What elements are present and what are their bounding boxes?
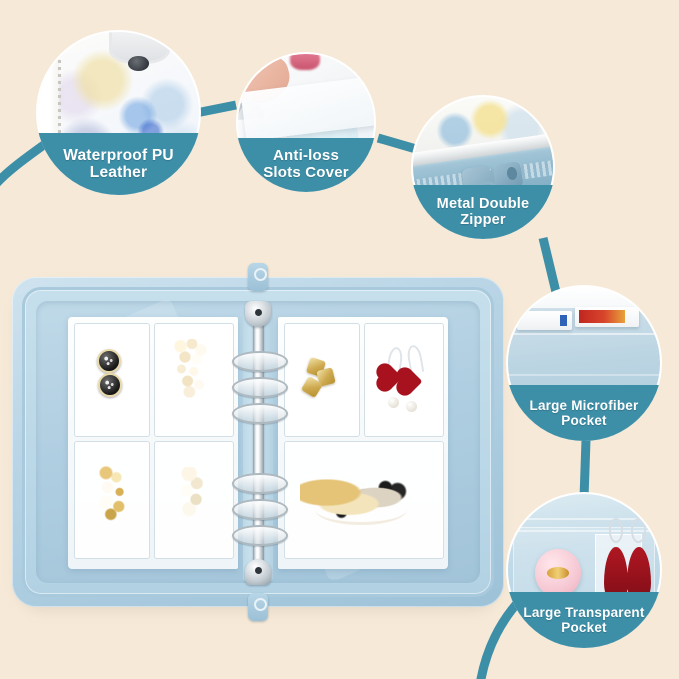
feature-label-large-microfiber-pocket: Large Microfiber Pocket [506, 385, 662, 441]
binder-ring-3 [232, 403, 288, 424]
zipper-pull-top [248, 263, 268, 291]
feature-label-line2: Slots Cover [263, 164, 349, 181]
feature-label-line1: Waterproof PU [63, 146, 174, 164]
zipper-pull-bottom [248, 593, 268, 621]
binder-ring-5 [232, 499, 288, 520]
jewelry-pearl-drop-2 [406, 401, 417, 412]
jewelry-pearl-cluster [170, 339, 214, 399]
product-photo-jewelry-binder [12, 263, 504, 621]
feature-bubble-large-transparent-pocket[interactable]: Large Transparent Pocket [506, 492, 662, 648]
binder-ring-1 [232, 351, 288, 372]
feature-label-line1: Large Transparent [523, 604, 645, 620]
feature-bubble-metal-double-zipper[interactable]: Metal Double Zipper [411, 95, 555, 239]
jewelry-ivory-filigree [174, 467, 212, 521]
binder-page-right [278, 317, 448, 569]
binder-ring-bar [252, 321, 264, 563]
feature-label-anti-loss-slots-cover: Anti-loss Slots Cover [236, 138, 376, 192]
binder-ring-4 [232, 473, 288, 494]
connector-bubble2-to-bubble3 [376, 133, 418, 154]
binder-ring-6 [232, 525, 288, 546]
feature-bubble-waterproof-pu-leather[interactable]: Waterproof PU Leather [36, 30, 201, 195]
jewelry-pearl-drop-1 [388, 397, 399, 408]
feature-bubble-anti-loss-slots-cover[interactable]: Anti-loss Slots Cover [236, 52, 376, 192]
feature-label-line2: Leather [89, 164, 148, 181]
binder-clasp-top [245, 301, 271, 327]
jewelry-gold-bead-necklace [300, 469, 422, 531]
jewelry-red-heart-2 [398, 369, 423, 394]
feature-label-waterproof-pu-leather: Waterproof PU Leather [36, 133, 201, 195]
jewelry-gold-pearl-drop [94, 465, 134, 521]
feature-label-line2: Pocket [561, 413, 607, 428]
feature-label-line2: Pocket [561, 620, 607, 635]
binder-clasp-bottom [245, 559, 271, 585]
feature-label-line1: Anti-loss [273, 147, 339, 165]
binder-ring-2 [232, 377, 288, 398]
feature-label-line1: Metal Double [436, 195, 530, 212]
feature-label-metal-double-zipper: Metal Double Zipper [411, 185, 555, 239]
feature-label-line2: Zipper [460, 212, 506, 228]
jewelry-black-stud-2 [98, 373, 122, 397]
binder-page-left [68, 317, 238, 569]
feature-label-line1: Large Microfiber [529, 397, 639, 413]
connector-bubble1-to-bubble2 [195, 100, 237, 118]
connector-bubble3-to-bubble4 [538, 236, 561, 294]
feature-bubble-large-microfiber-pocket[interactable]: Large Microfiber Pocket [506, 285, 662, 441]
jewelry-black-stud-1 [97, 349, 121, 373]
connector-bubble4-to-bubble5 [579, 439, 591, 499]
feature-label-large-transparent-pocket: Large Transparent Pocket [506, 592, 662, 648]
